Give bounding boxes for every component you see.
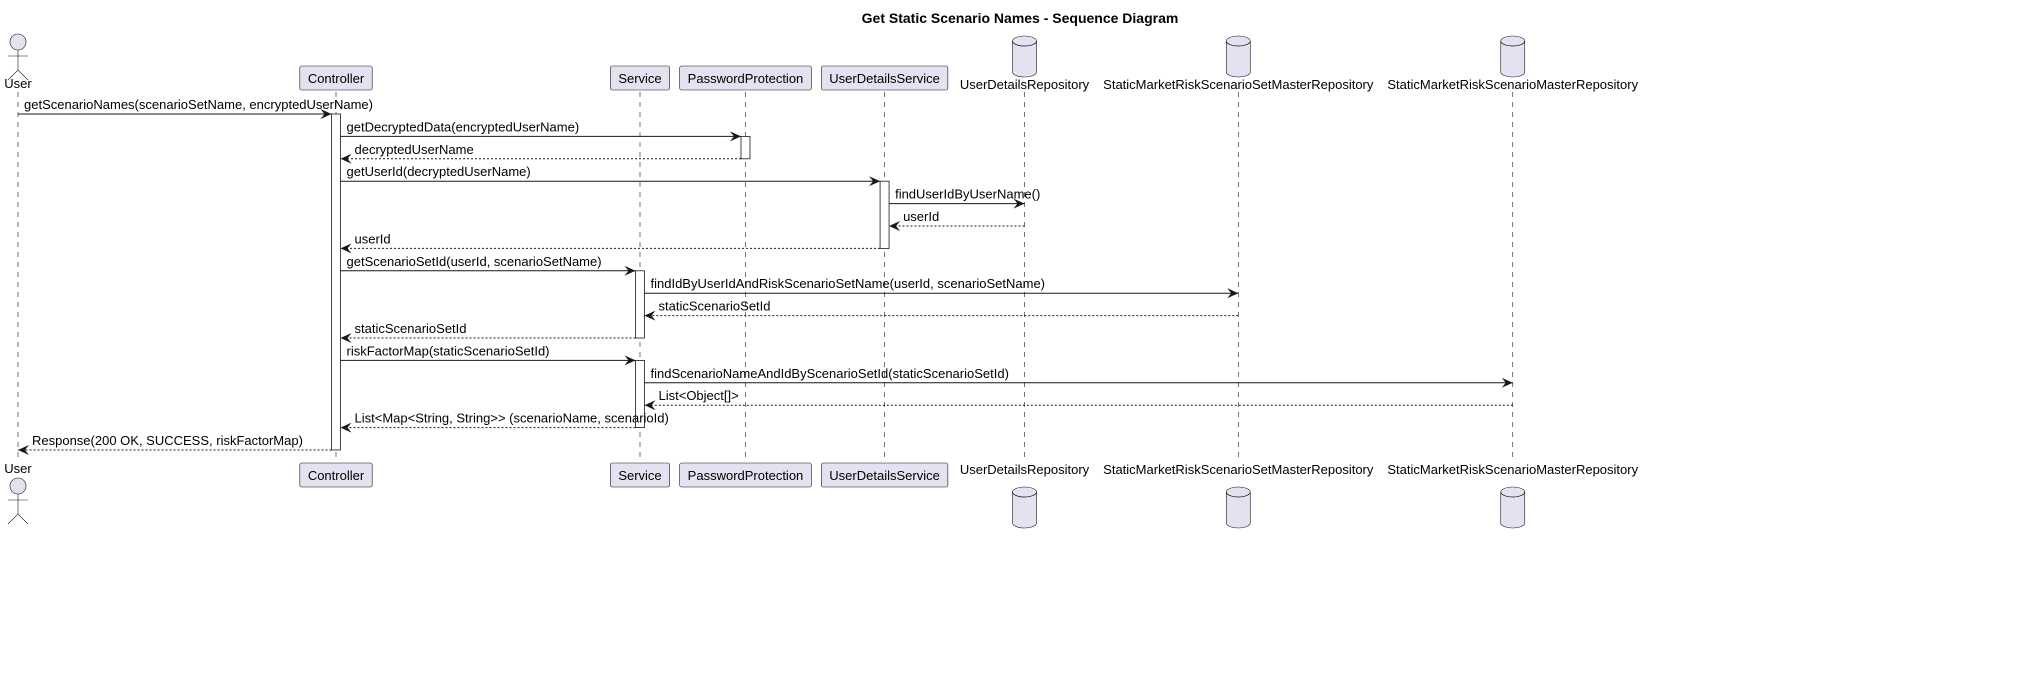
message-10: staticScenarioSetId <box>644 299 1239 321</box>
message-16: Response(200 OK, SUCCESS, riskFactorMap) <box>18 433 332 455</box>
message-7: userId <box>340 231 881 254</box>
participant-label: PasswordProtection <box>688 71 804 86</box>
message-9: findIdByUserIdAndRiskScenarioSetName(use… <box>644 276 1239 299</box>
participant-user-details-service-bottom: UserDetailsService <box>821 462 949 488</box>
message-label: findUserIdByUserName() <box>895 187 1040 202</box>
participant-controller-bottom: Controller <box>299 462 373 488</box>
message-label: findScenarioNameAndIdByScenarioSetId(sta… <box>651 366 1009 381</box>
participant-box <box>610 462 670 488</box>
participant-static-market-risk-scenario-master-repository-bottom: StaticMarketRiskScenarioMasterRepository <box>1387 462 1639 529</box>
message-1: getScenarioNames(scenarioSetName, encryp… <box>18 97 373 119</box>
participant-static-market-risk-scenario-set-master-repository-bottom: StaticMarketRiskScenarioSetMasterReposit… <box>1103 462 1374 529</box>
participant-box <box>679 65 812 91</box>
participant-password-protection-bottom: PasswordProtection <box>679 462 812 488</box>
participant-controller-top: Controller <box>299 65 373 91</box>
participant-service-top: Service <box>610 65 670 91</box>
message-label: getScenarioNames(scenarioSetName, encryp… <box>24 97 373 112</box>
database-label: StaticMarketRiskScenarioMasterRepository <box>1387 77 1638 92</box>
participant-box <box>610 65 670 91</box>
activation-bar <box>879 180 890 249</box>
message-label: userId <box>903 209 939 224</box>
message-5: findUserIdByUserName() <box>889 187 1040 209</box>
database-icon <box>1012 486 1037 529</box>
participant-service-bottom: Service <box>610 462 670 488</box>
database-label: UserDetailsRepository <box>960 462 1090 477</box>
message-label: staticScenarioSetId <box>659 299 771 314</box>
database-icon <box>1500 35 1526 78</box>
message-4: getUserId(decryptedUserName) <box>340 164 881 187</box>
message-label: findIdByUserIdAndRiskScenarioSetName(use… <box>651 276 1046 291</box>
participant-label: UserDetailsService <box>829 71 940 86</box>
database-label: UserDetailsRepository <box>960 77 1090 92</box>
participant-box <box>679 462 812 488</box>
participant-label: Service <box>618 468 661 483</box>
database-label: StaticMarketRiskScenarioSetMasterReposit… <box>1103 77 1374 92</box>
participant-user-bottom: User <box>4 461 32 525</box>
message-label: staticScenarioSetId <box>355 321 467 336</box>
participant-box <box>299 65 373 91</box>
message-label: List<Object[]> <box>659 388 739 403</box>
participant-label: UserDetailsService <box>829 468 940 483</box>
actor-label: User <box>4 461 32 476</box>
message-label: getScenarioSetId(userId, scenarioSetName… <box>347 254 602 269</box>
actor-icon <box>7 477 29 525</box>
participant-label: Service <box>618 71 661 86</box>
database-label: StaticMarketRiskScenarioSetMasterReposit… <box>1103 462 1374 477</box>
participant-user-details-repository-bottom: UserDetailsRepository <box>960 462 1090 529</box>
database-icon <box>1225 35 1251 78</box>
message-2: getDecryptedData(encryptedUserName) <box>340 119 741 142</box>
message-label: userId <box>355 231 391 246</box>
message-label: riskFactorMap(staticScenarioSetId) <box>347 343 550 358</box>
actor-icon <box>7 33 29 81</box>
activation-bar <box>331 113 341 451</box>
activation-bar <box>740 135 751 160</box>
message-label: Response(200 OK, SUCCESS, riskFactorMap) <box>32 433 303 448</box>
participant-label: Controller <box>308 468 365 483</box>
message-label: getDecryptedData(encryptedUserName) <box>347 119 580 134</box>
message-13: findScenarioNameAndIdByScenarioSetId(sta… <box>644 366 1513 388</box>
message-label: List<Map<String, String>> (scenarioName,… <box>355 411 669 426</box>
activation-bar <box>635 270 645 339</box>
message-label: decryptedUserName <box>355 142 474 157</box>
message-12: riskFactorMap(staticScenarioSetId) <box>340 343 636 366</box>
message-3: decryptedUserName <box>340 142 741 164</box>
participant-label: Controller <box>308 71 365 86</box>
participant-static-market-risk-scenario-set-master-repository-top: StaticMarketRiskScenarioSetMasterReposit… <box>1103 35 1374 92</box>
database-label: StaticMarketRiskScenarioMasterRepository <box>1387 462 1638 477</box>
message-14: List<Object[]> <box>644 388 1513 411</box>
participant-user-details-repository-top: UserDetailsRepository <box>960 35 1090 92</box>
message-8: getScenarioSetId(userId, scenarioSetName… <box>340 254 636 276</box>
activation-bar <box>635 359 645 428</box>
participant-user-top: User <box>4 33 32 91</box>
database-icon <box>1012 35 1037 78</box>
message-11: staticScenarioSetId <box>340 321 636 343</box>
participant-label: PasswordProtection <box>688 468 804 483</box>
participant-user-details-service-top: UserDetailsService <box>821 65 949 91</box>
message-6: userId <box>889 209 1025 231</box>
actor-label: User <box>4 76 32 91</box>
message-label: getUserId(decryptedUserName) <box>347 164 531 179</box>
diagram-title: Get Static Scenario Names - Sequence Dia… <box>862 10 1179 26</box>
participant-box <box>821 462 949 488</box>
participant-password-protection-top: PasswordProtection <box>679 65 812 91</box>
database-icon <box>1500 486 1526 529</box>
participant-static-market-risk-scenario-master-repository-top: StaticMarketRiskScenarioMasterRepository <box>1387 35 1639 92</box>
database-icon <box>1225 486 1251 529</box>
participant-box <box>821 65 949 91</box>
message-15: List<Map<String, String>> (scenarioName,… <box>340 411 669 433</box>
participant-box <box>299 462 373 488</box>
